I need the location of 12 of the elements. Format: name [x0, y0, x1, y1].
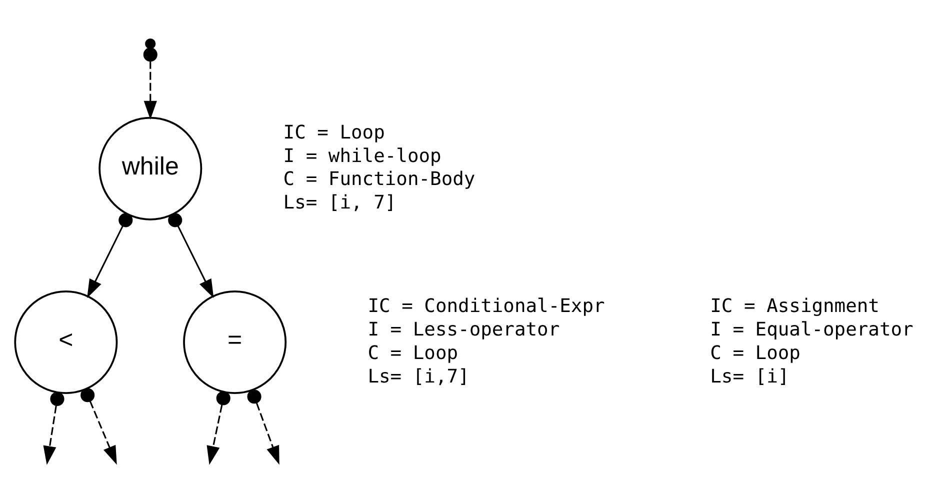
- node-label: IC = Assignment: [710, 295, 880, 316]
- node-label: Ls= [i, 7]: [283, 192, 396, 214]
- node-label: C = Loop: [368, 342, 458, 364]
- node-label: I = while-loop: [283, 145, 442, 166]
- node-label: IC = Conditional-Expr: [368, 295, 605, 316]
- node-label: Ls= [i,7]: [368, 366, 470, 387]
- node-label: Ls= [i]: [710, 366, 790, 387]
- node-label: C = Function-Body: [283, 168, 476, 190]
- node-label: C = Loop: [710, 342, 800, 364]
- node-label: I = Equal-operator: [710, 318, 914, 340]
- node-label: IC = Loop: [283, 122, 385, 143]
- node-label: I = Less-operator: [368, 318, 560, 340]
